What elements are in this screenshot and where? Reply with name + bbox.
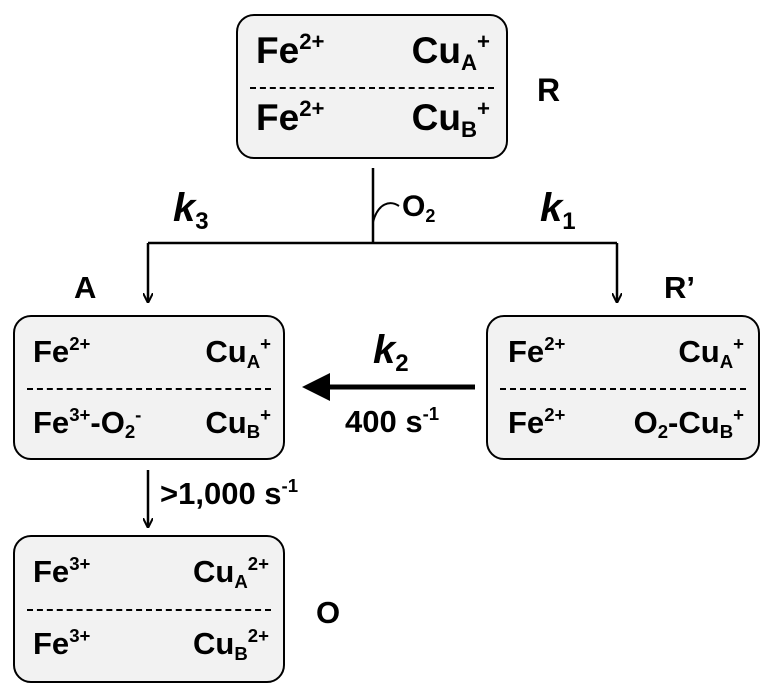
k2-arrowhead (302, 373, 330, 401)
state-Rprime-label: R’ (664, 270, 695, 305)
R-bottom-right: CuB+ (411, 95, 490, 142)
k3-label: k3 (173, 186, 209, 235)
A-top-right: CuA+ (205, 333, 271, 372)
A-bottom-right: CuB+ (205, 403, 271, 443)
divider (250, 86, 494, 89)
state-A-box: Fe2+ CuA+ Fe3+-O2- CuB+ (13, 315, 285, 460)
state-R-box: Fe2+ CuA+ Fe2+ CuB+ (236, 14, 508, 159)
O-bottom-right: CuB2+ (193, 625, 269, 664)
o2-hook (372, 202, 400, 223)
fast-rate-value: >1,000 s-1 (160, 475, 299, 511)
k2-rate-value: 400 s-1 (345, 403, 440, 439)
state-O-box: Fe3+ CuA2+ Fe3+ CuB2+ (13, 535, 285, 683)
k1-label: k1 (540, 186, 576, 235)
k2-label: k2 (373, 328, 409, 377)
state-A-label: A (74, 270, 97, 305)
divider (500, 387, 746, 390)
divider (27, 609, 271, 611)
A-top-left: Fe2+ (33, 333, 91, 369)
state-R-label: R (537, 72, 561, 108)
R-bottom-left: Fe2+ (256, 95, 325, 138)
O-bottom-left: Fe3+ (33, 625, 91, 661)
R-top-left: Fe2+ (256, 29, 325, 71)
Rprime-bottom-left: Fe2+ (508, 403, 566, 440)
O-top-left: Fe3+ (33, 553, 91, 589)
Rprime-top-left: Fe2+ (508, 333, 566, 369)
divider (27, 387, 271, 390)
R-top-right: CuA+ (411, 29, 490, 76)
o2-label: O2 (402, 190, 436, 226)
Rprime-top-right: CuA+ (678, 333, 744, 372)
Rprime-bottom-right: O2-CuB+ (633, 403, 744, 443)
state-Rprime-box: Fe2+ CuA+ Fe2+ O2-CuB+ (486, 315, 760, 460)
O-top-right: CuA2+ (193, 553, 269, 592)
A-bottom-left: Fe3+-O2- (33, 403, 142, 443)
state-O-label: O (316, 595, 341, 630)
